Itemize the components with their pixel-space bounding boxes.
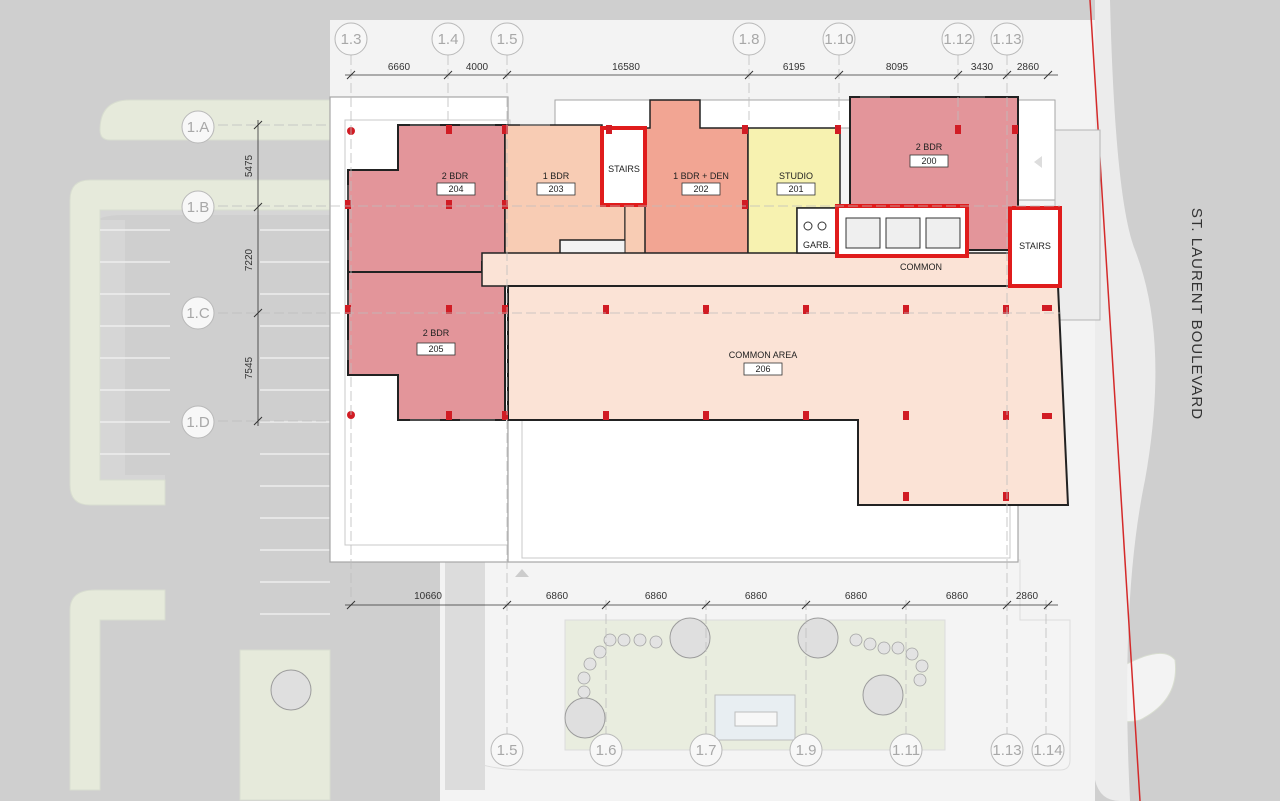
entry-arrow-icon — [1034, 156, 1042, 168]
dim-left-3: 7545 — [244, 356, 255, 379]
grid-bottom-2: 1.6 — [596, 742, 617, 759]
stairs-east-label: STAIRS — [1019, 241, 1051, 251]
room-204-number: 204 — [448, 184, 463, 194]
dim-bottom-3: 6860 — [645, 591, 668, 602]
road-edge — [1095, 0, 1156, 801]
room-200-number: 200 — [921, 156, 936, 166]
grid-top-5: 1.10 — [824, 31, 853, 48]
stairs-west[interactable] — [600, 126, 647, 207]
grid-bottom-5: 1.11 — [892, 742, 920, 759]
grid-top-2: 1.4 — [438, 31, 459, 48]
dim-top-1: 6660 — [388, 62, 411, 73]
dim-top-4: 6195 — [783, 62, 806, 73]
grid-left-2: 1.B — [187, 199, 210, 216]
dim-bottom-1: 10660 — [414, 591, 442, 602]
room-labels: 2 BDR 204 1 BDR 203 1 BDR + DEN 202 STUD… — [416, 142, 1051, 376]
grid-lines — [218, 55, 1060, 740]
grid-bottom-6: 1.13 — [992, 742, 1021, 759]
dim-bottom-6: 6860 — [946, 591, 969, 602]
common-corridor[interactable] — [481, 252, 1061, 287]
elevator-bank — [835, 204, 969, 258]
grid-top-4: 1.8 — [739, 31, 760, 48]
stairs-east[interactable] — [1008, 206, 1062, 288]
grid-left-4: 1.D — [186, 414, 210, 431]
grid-left-1: 1.A — [187, 119, 210, 136]
street-name: ST. LAURENT BOULEVARD — [1188, 208, 1205, 420]
grid-bottom-3: 1.7 — [696, 742, 717, 759]
dimension-top: 6660 4000 16580 6195 8095 3430 2860 — [345, 62, 1058, 80]
trees — [270, 617, 904, 739]
grid-left-3: 1.C — [186, 305, 210, 322]
structural-columns — [345, 125, 1052, 501]
grid-bubbles-top: 1.3 1.4 1.5 1.8 1.10 1.12 1.13 — [334, 22, 1024, 56]
dimension-bottom: 10660 6860 6860 6860 6860 6860 2860 — [345, 591, 1058, 610]
dim-top-5: 8095 — [886, 62, 909, 73]
window-marks — [347, 96, 985, 421]
dim-left-2: 7220 — [244, 248, 255, 271]
grid-top-7: 1.13 — [992, 31, 1021, 48]
grid-bottom-7: 1.14 — [1033, 742, 1062, 759]
grid-top-6: 1.12 — [943, 31, 972, 48]
room-201-number: 201 — [788, 184, 803, 194]
grid-bubbles-bottom: 1.5 1.6 1.7 1.9 1.11 1.13 1.14 — [490, 733, 1065, 767]
room-206-number: 206 — [755, 364, 770, 374]
common-label: COMMON — [900, 262, 942, 272]
garbage-label: GARB. — [803, 240, 831, 250]
stairs-west-label: STAIRS — [608, 164, 640, 174]
grid-bottom-4: 1.9 — [796, 742, 817, 759]
north-arrow-icon — [515, 569, 529, 577]
room-201-name: STUDIO — [779, 171, 813, 181]
room-202-number: 202 — [693, 184, 708, 194]
room-205-number: 205 — [428, 344, 443, 354]
dim-top-6: 3430 — [971, 62, 994, 73]
dim-bottom-4: 6860 — [745, 591, 768, 602]
dim-top-7: 2860 — [1017, 62, 1040, 73]
shrubs — [577, 633, 929, 699]
grid-bottom-1: 1.5 — [497, 742, 518, 759]
dimension-left: 5475 7220 7545 — [244, 120, 263, 426]
room-203-number: 203 — [548, 184, 563, 194]
room-203-name: 1 BDR — [543, 171, 570, 181]
room-202-name: 1 BDR + DEN — [673, 171, 729, 181]
room-204-name: 2 BDR — [442, 171, 469, 181]
garbage-bin-icon — [803, 221, 813, 231]
garbage-bin-icon — [817, 221, 827, 231]
grid-top-1: 1.3 — [341, 31, 362, 48]
room-206-name: COMMON AREA — [729, 350, 798, 360]
dim-bottom-5: 6860 — [845, 591, 868, 602]
dim-top-2: 4000 — [466, 62, 489, 73]
room-205-name: 2 BDR — [423, 328, 450, 338]
dim-bottom-7: 2860 — [1016, 591, 1039, 602]
dim-top-3: 16580 — [612, 62, 640, 73]
dim-bottom-2: 6860 — [546, 591, 569, 602]
grid-top-3: 1.5 — [497, 31, 518, 48]
room-200-name: 2 BDR — [916, 142, 943, 152]
grid-bubbles-left: 1.A 1.B 1.C 1.D — [181, 110, 215, 439]
parking-stalls — [100, 229, 330, 615]
dim-left-1: 5475 — [244, 154, 255, 177]
